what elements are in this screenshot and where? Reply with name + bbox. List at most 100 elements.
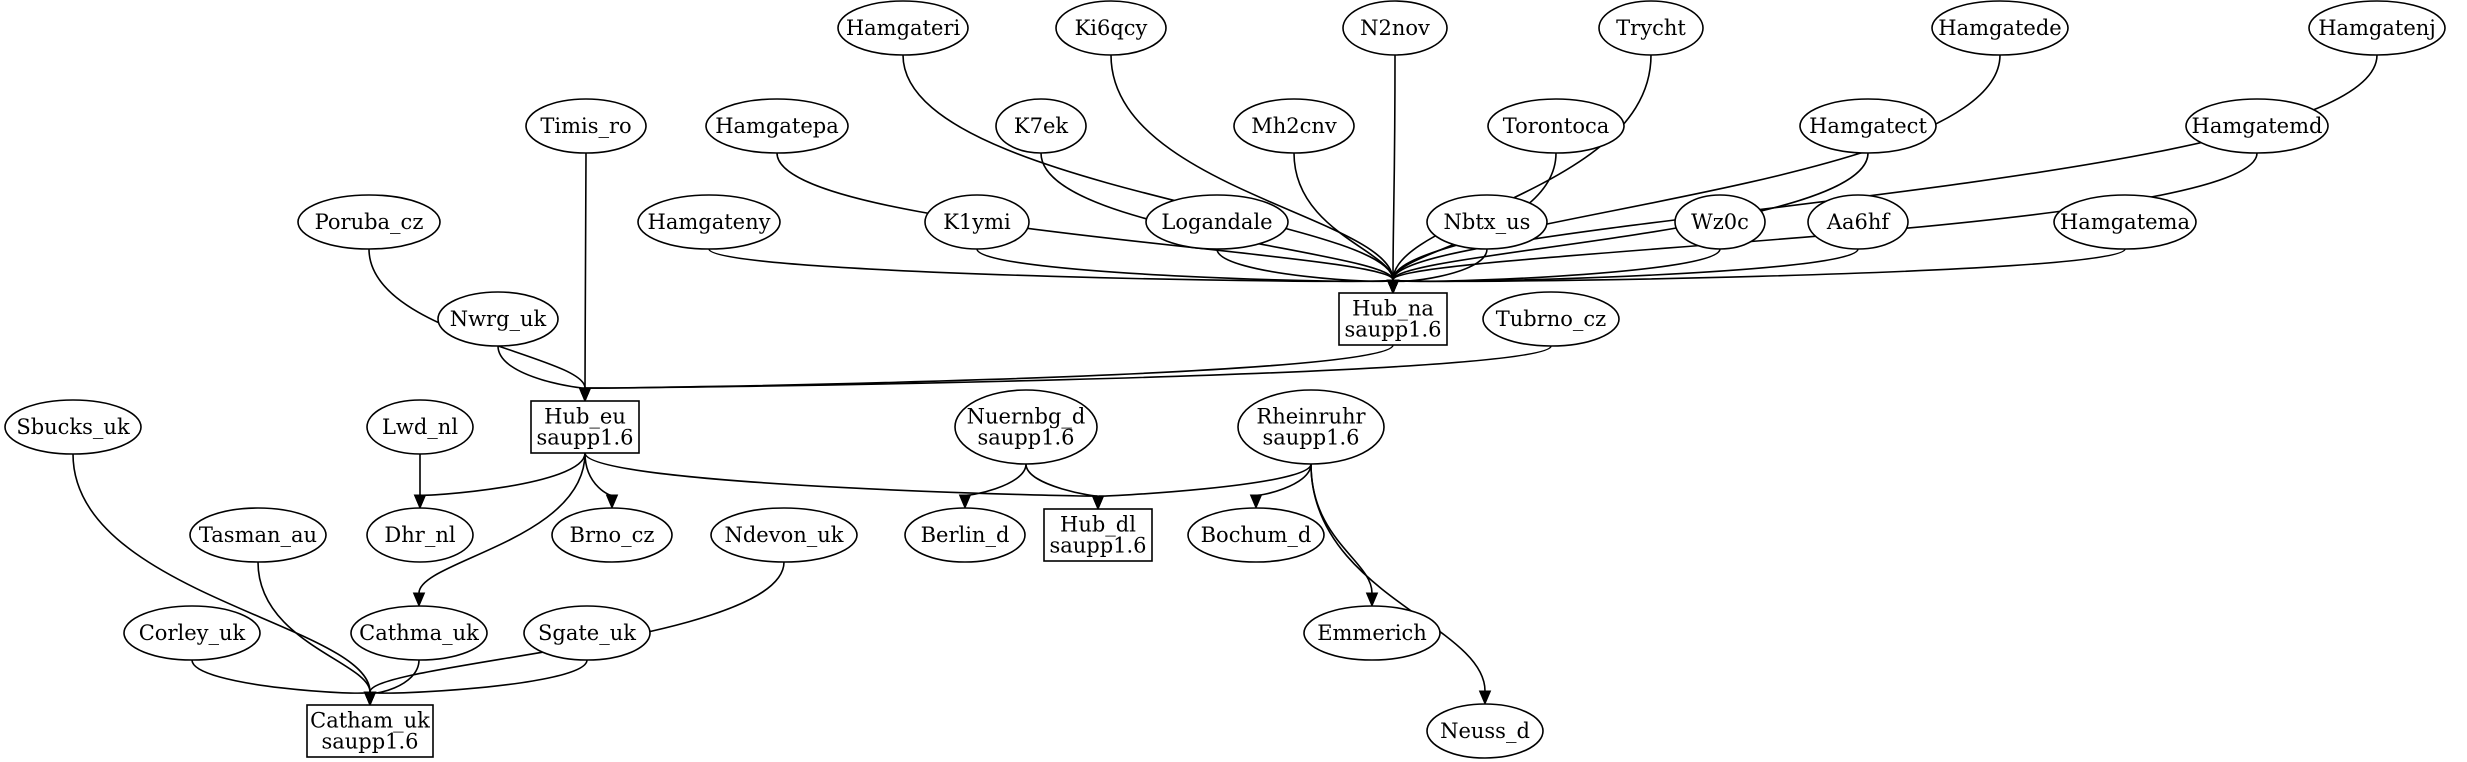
edge-cathma_uk-to-catham_uk	[369, 659, 420, 694]
node-label-line: K1ymi	[943, 210, 1011, 234]
node-n2nov: N2nov	[1342, 0, 1448, 56]
node-torontoca: Torontoca	[1487, 98, 1625, 154]
node-label-line: Berlin_d	[921, 523, 1010, 547]
node-label-line: Corley_uk	[139, 621, 246, 645]
arrowhead-hub_eu-to-brno_cz	[605, 494, 619, 510]
node-label: Hamgatenj	[2318, 16, 2436, 40]
node-label: Hamgatede	[1938, 16, 2061, 40]
node-label: K1ymi	[943, 210, 1011, 234]
node-label-line: Hamgatede	[1938, 16, 2061, 40]
node-label-line: Wz0c	[1691, 210, 1749, 234]
node-label-line: Nwrg_uk	[450, 307, 547, 331]
node-label: Sbucks_uk	[16, 415, 130, 439]
node-label: Tasman_au	[199, 523, 317, 547]
node-label-line: Catham_uk	[310, 709, 430, 733]
node-ellipse-shape	[1233, 98, 1355, 154]
node-ellipse-shape	[1055, 0, 1167, 56]
node-ellipse-shape	[366, 507, 474, 563]
edge-rheinruhr-to-neuss_d	[1310, 463, 1486, 692]
node-trycht: Trycht	[1598, 0, 1704, 56]
edge-tasman_au-to-catham_uk	[257, 561, 371, 693]
node-label: Emmerich	[1317, 621, 1427, 645]
node-label-line: Hub_eu	[544, 405, 626, 429]
node-ellipse-shape	[1598, 0, 1704, 56]
node-label: Hamgatemd	[2192, 114, 2323, 138]
edge-n2nov-to-hub_na	[1392, 54, 1396, 281]
node-ellipse-shape	[189, 507, 327, 563]
node-berlin_d: Berlin_d	[904, 507, 1026, 563]
node-box-shape	[1043, 508, 1153, 562]
node-label-line: Lwd_nl	[382, 415, 458, 439]
node-ellipse-shape	[1799, 98, 1937, 154]
node-label: Berlin_d	[921, 523, 1010, 547]
node-label-line: saupp1.6	[536, 426, 633, 450]
node-ellipse-shape	[954, 389, 1098, 465]
node-label-line: saupp1.6	[977, 426, 1074, 450]
node-ellipse-shape	[350, 605, 488, 661]
node-label-line: Nbtx_us	[1444, 210, 1531, 234]
edge-rheinruhr-to-bochum_d	[1255, 463, 1312, 497]
node-label: Ndevon_uk	[724, 523, 843, 547]
node-label-line: K7ek	[1014, 114, 1068, 138]
node-ellipse-shape	[2053, 194, 2197, 250]
node-ellipse-shape	[123, 605, 261, 661]
node-sbucks_uk: Sbucks_uk	[4, 399, 142, 455]
node-ellipse-shape	[1145, 194, 1289, 250]
node-label-line: Hamgatect	[1809, 114, 1927, 138]
node-label: Logandale	[1161, 210, 1272, 234]
node-ellipse-shape	[297, 194, 441, 250]
node-tubrno_cz: Tubrno_cz	[1482, 291, 1620, 347]
arrowhead-rheinruhr-to-emmerich	[1365, 592, 1379, 608]
node-label-line: Trycht	[1616, 16, 1686, 40]
node-hamgatemd: Hamgatemd	[2185, 98, 2329, 154]
node-label: Ki6qcy	[1075, 16, 1148, 40]
arrowhead-rheinruhr-to-bochum_d	[1249, 494, 1263, 510]
node-ellipse-shape	[1482, 291, 1620, 347]
edge-hamgatect-to-hub_na	[1392, 152, 1869, 281]
node-label-line: Tasman_au	[199, 523, 317, 547]
node-tasman_au: Tasman_au	[189, 507, 327, 563]
edge-hamgateny-to-hub_na	[708, 248, 1394, 283]
node-ellipse-shape	[1426, 703, 1544, 759]
node-label: N2nov	[1360, 16, 1430, 40]
node-label: Lwd_nl	[382, 415, 458, 439]
node-ellipse-shape	[904, 507, 1026, 563]
node-ellipse-shape	[1807, 194, 1909, 250]
node-label: Hamgatema	[2060, 210, 2190, 234]
node-label-line: Hamgateri	[846, 16, 961, 40]
node-ellipse-shape	[710, 507, 858, 563]
node-label-line: Emmerich	[1317, 621, 1427, 645]
node-label: Hamgatepa	[715, 114, 839, 138]
node-hamgateri: Hamgateri	[837, 0, 969, 56]
node-label: Dhr_nl	[384, 523, 455, 547]
node-cathma_uk: Cathma_uk	[350, 605, 488, 661]
node-label-line: Cathma_uk	[359, 621, 479, 645]
node-label-line: Sbucks_uk	[16, 415, 130, 439]
node-ellipse-shape	[1487, 98, 1625, 154]
node-label: Poruba_cz	[315, 210, 424, 234]
node-ellipse-shape	[437, 291, 559, 347]
node-ellipse-shape	[1237, 389, 1385, 465]
node-label-line: saupp1.6	[321, 730, 418, 754]
node-label-line: Hub_dl	[1060, 513, 1136, 537]
node-label-line: Ndevon_uk	[724, 523, 843, 547]
node-label-line: Hub_na	[1352, 297, 1434, 321]
edge-nwrg_uk-to-hub_eu	[497, 345, 586, 389]
node-lwd_nl: Lwd_nl	[366, 399, 474, 455]
node-ellipse-shape	[366, 399, 474, 455]
arrowhead-rheinruhr-to-neuss_d	[1478, 690, 1492, 706]
node-ellipse-shape	[551, 507, 673, 563]
node-label: Torontoca	[1503, 114, 1610, 138]
node-aa6hf: Aa6hf	[1807, 194, 1909, 250]
node-k1ymi: K1ymi	[924, 194, 1030, 250]
node-ellipse-shape	[1931, 0, 2069, 56]
